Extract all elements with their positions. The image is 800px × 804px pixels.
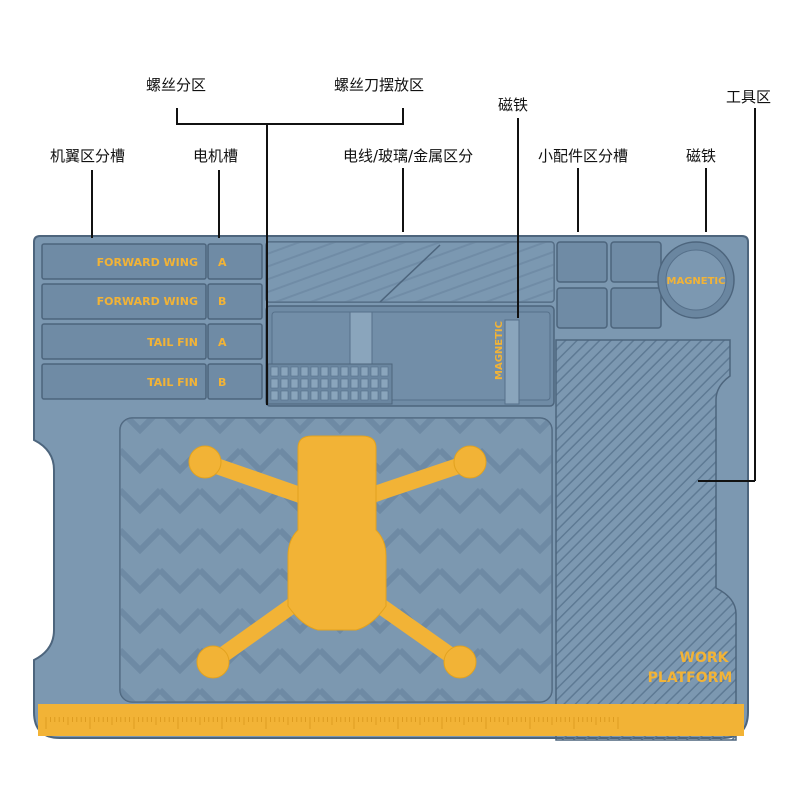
screw-cell: [300, 390, 309, 401]
screw-cell: [320, 390, 329, 401]
screw-cell: [380, 378, 389, 389]
screw-cell: [340, 366, 349, 377]
tool-area: [555, 339, 737, 741]
screw-cell: [290, 366, 299, 377]
ruler-strip: [38, 704, 744, 736]
screw-cell: [360, 390, 369, 401]
screw-cell: [300, 366, 309, 377]
screw-cell: [320, 366, 329, 377]
screw-cell: [370, 378, 379, 389]
small-parts-slots: [556, 241, 662, 329]
callout-tool-zone: 工具区: [726, 88, 772, 106]
slot-row-1-label: FORWARD WING: [97, 256, 198, 269]
magnetic-strip-label: MAGNETIC: [494, 321, 505, 380]
callout-motor-slot: 电机槽: [193, 147, 239, 165]
screw-cell: [300, 378, 309, 389]
work-platform-line2: PLATFORM: [648, 670, 733, 686]
callout-wing-slots: 机翼区分槽: [50, 147, 126, 165]
screw-cell: [310, 390, 319, 401]
screw-cell: [310, 378, 319, 389]
screw-cell: [270, 366, 279, 377]
screw-cell: [340, 378, 349, 389]
screw-cell: [320, 378, 329, 389]
ruler-ticks: [45, 717, 619, 729]
callout-lines: [91, 108, 756, 482]
callout-wire-glass-metal: 电线/玻璃/金属区分: [343, 147, 474, 165]
screw-cell: [380, 366, 389, 377]
screw-grid: [270, 366, 389, 401]
slot-row-4-tag: B: [218, 376, 226, 389]
screw-cell: [330, 378, 339, 389]
screw-cell: [350, 390, 359, 401]
screw-cell: [370, 366, 379, 377]
screw-cell: [310, 366, 319, 377]
screw-cell: [350, 366, 359, 377]
screw-cell: [360, 366, 369, 377]
slot-row-3-tag: A: [218, 336, 227, 349]
screw-cell: [330, 366, 339, 377]
screw-cell: [360, 378, 369, 389]
callout-screw-zone: 螺丝分区: [146, 76, 207, 94]
screw-cell: [280, 366, 289, 377]
screw-cell: [330, 390, 339, 401]
screw-cell: [270, 390, 279, 401]
callout-screwdriver-zone: 螺丝刀摆放区: [334, 76, 425, 94]
slot-row-2-tag: B: [218, 295, 226, 308]
wing-slot-rows: [41, 243, 263, 400]
screw-cell: [340, 390, 349, 401]
slot-row-3-label: TAIL FIN: [147, 336, 198, 349]
work-platform-line1: WORK: [680, 650, 730, 666]
drone-silhouette: [188, 435, 487, 679]
screw-cell: [370, 390, 379, 401]
screw-cell: [290, 378, 299, 389]
magnet-circle-label: MAGNETIC: [667, 276, 726, 287]
screw-cell: [290, 390, 299, 401]
slot-row-1-tag: A: [218, 256, 227, 269]
callout-magnet-right: 磁铁: [686, 147, 717, 165]
callout-small-parts-slots: 小配件区分槽: [538, 147, 629, 165]
screw-cell: [280, 378, 289, 389]
screw-cell: [380, 390, 389, 401]
screw-cell: [350, 378, 359, 389]
slot-row-2-label: FORWARD WING: [97, 295, 198, 308]
callout-magnet-top: 磁铁: [498, 96, 529, 114]
slot-row-4-label: TAIL FIN: [147, 376, 198, 389]
screw-cell: [270, 378, 279, 389]
screw-cell: [280, 390, 289, 401]
